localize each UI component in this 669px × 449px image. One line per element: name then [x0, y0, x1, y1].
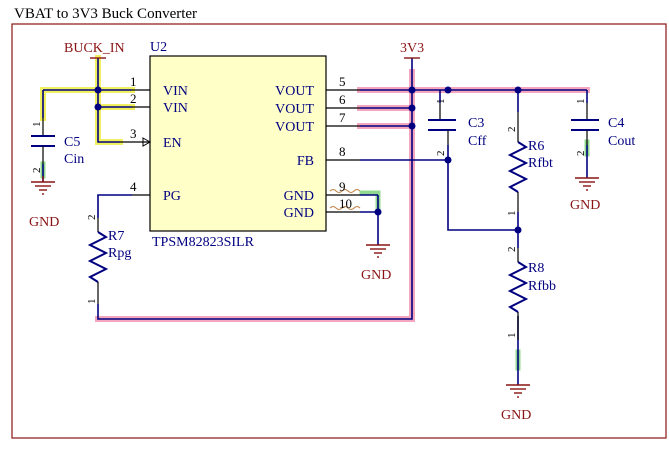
buck-in-net-highlight: [40, 55, 135, 145]
r8-pin1-number: 1: [506, 333, 518, 339]
u2-pin-2-number: 2: [130, 91, 137, 106]
v3v3-label: 3V3: [400, 41, 424, 56]
ground-icon: [575, 177, 599, 191]
u2-pin-1-number: 1: [130, 74, 137, 89]
u2-component[interactable]: U2 TPSM82823SILR 1 2 3 4 VIN VIN EN PG 5…: [120, 40, 360, 250]
r6-pin1-number: 1: [506, 211, 518, 217]
u2-pin-3-number: 3: [130, 126, 137, 141]
ground-icon: [506, 384, 530, 398]
gnd-label-c5: GND: [29, 215, 59, 230]
gnd-label-u2: GND: [361, 268, 391, 283]
sheet-border: [11, 23, 667, 439]
u2-pin-4-name: PG: [163, 189, 181, 204]
c4-refdes: C4: [608, 116, 624, 131]
u2-pin-5-number: 5: [339, 74, 346, 89]
c4-pin2-number: 2: [575, 151, 587, 157]
u2-pin-2-name: VIN: [163, 101, 188, 116]
sheet-title: VBAT to 3V3 Buck Converter: [14, 6, 197, 22]
ground-icon: [366, 244, 390, 258]
r6-pin2-number: 2: [506, 127, 518, 133]
gnd-label-c4: GND: [570, 198, 600, 213]
en-input-arrow-icon: [142, 137, 152, 147]
buck-in-net-port: BUCK_IN: [64, 41, 125, 59]
u2-pin-5-name: VOUT: [275, 84, 314, 99]
c5-value: Cin: [64, 152, 84, 167]
c3-value: Cff: [468, 134, 487, 149]
c4-capacitor[interactable]: 1 2 C4 Cout: [571, 99, 635, 157]
u2-pin-3-name: EN: [163, 136, 182, 151]
u2-pin-9-number: 9: [339, 179, 346, 194]
c5-pin1-number: 1: [31, 122, 43, 128]
u2-part-number: TPSM82823SILR: [152, 235, 255, 250]
r6-value: Rfbt: [528, 156, 553, 171]
u2-pin-8-name: FB: [297, 154, 314, 169]
c4-pin1-number: 1: [575, 99, 587, 105]
c3-pin2-number: 2: [435, 151, 447, 157]
r8-refdes: R8: [528, 261, 544, 276]
gnd-label-r8: GND: [501, 408, 531, 423]
gnd-pin-hatch: [329, 189, 361, 210]
u2-pin-9-name: GND: [284, 189, 314, 204]
r8-zigzag: [507, 261, 529, 313]
u2-pin-6-name: VOUT: [275, 102, 314, 117]
r8-pin2-number: 2: [506, 247, 518, 253]
c3-capacitor[interactable]: 1 2 C3 Cff: [428, 99, 487, 157]
r7-resistor[interactable]: 2 1 R7 Rpg: [86, 215, 131, 305]
u2-pin-4-number: 4: [130, 179, 137, 194]
c4-value: Cout: [608, 134, 635, 149]
ground-icon: [31, 176, 55, 195]
u2-pin-10-number: 10: [339, 196, 352, 211]
u2-pin-10-name: GND: [284, 206, 314, 221]
v3v3-net-port: 3V3: [400, 41, 424, 59]
r7-pin2-number: 2: [86, 215, 98, 221]
r8-resistor[interactable]: 2 1 R8 Rfbb: [506, 247, 556, 341]
r8-value: Rfbb: [528, 279, 556, 294]
r7-zigzag: [87, 231, 109, 283]
r6-zigzag: [507, 141, 529, 193]
c5-pin2-number: 2: [31, 168, 43, 174]
u2-pin-7-number: 7: [339, 110, 346, 125]
r6-refdes: R6: [528, 139, 544, 154]
r7-pin1-number: 1: [86, 299, 98, 305]
r7-refdes: R7: [108, 229, 124, 244]
r7-value: Rpg: [108, 246, 131, 261]
gnd-symbol-r8: GND: [501, 384, 531, 423]
gnd-symbol-c5: GND: [29, 176, 59, 230]
c5-capacitor[interactable]: 1 2 C5 Cin: [31, 118, 84, 173]
c3-pin1-number: 1: [435, 99, 447, 105]
u2-body: [149, 55, 327, 232]
u2-pin-6-number: 6: [339, 92, 346, 107]
gnd-symbol-u2: GND: [361, 244, 391, 283]
u2-pin-7-name: VOUT: [275, 120, 314, 135]
gnd-symbol-c4: GND: [570, 177, 600, 213]
u2-refdes: U2: [150, 40, 167, 55]
buck-in-label: BUCK_IN: [64, 41, 125, 56]
c3-refdes: C3: [468, 116, 484, 131]
u2-pin-8-number: 8: [339, 144, 346, 159]
junction-dots: [94, 86, 522, 234]
r6-resistor[interactable]: 2 1 R6 Rfbt: [506, 112, 553, 216]
u2-pin-1-name: VIN: [163, 84, 188, 99]
c5-refdes: C5: [64, 135, 80, 150]
